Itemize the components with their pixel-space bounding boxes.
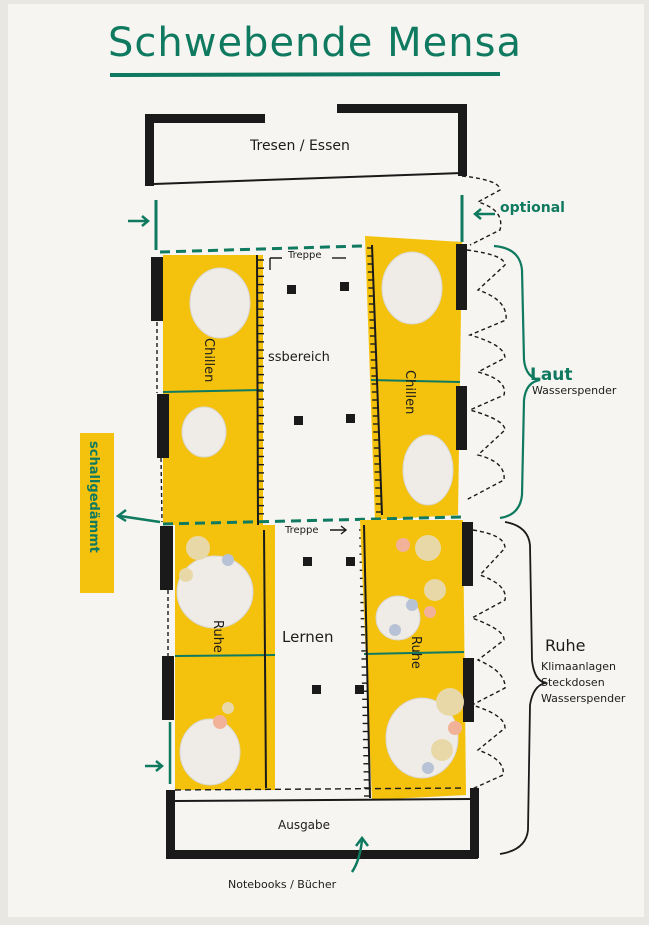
label-wasserspender-laut: Wasserspender: [532, 384, 617, 397]
columns-lower: [303, 557, 364, 694]
bottom-floor-edge: [174, 787, 466, 791]
upper-left-wall-blocks: [151, 244, 467, 458]
label-essbereich: ssbereich: [268, 350, 330, 365]
label-lernen: Lernen: [282, 628, 334, 646]
notebooks-arrow: [350, 835, 369, 873]
optional-window-zigzag: [461, 175, 502, 246]
label-chillen-left: Chillen: [201, 338, 216, 383]
optional-right-arrow: [473, 208, 495, 220]
title-underline: [109, 72, 501, 77]
label-ausgabe: Ausgabe: [278, 818, 331, 832]
stairs-top-bracket: [269, 257, 282, 270]
label-notebooks: Notebooks / Bücher: [228, 878, 337, 891]
lower-left-arrow: [145, 760, 164, 772]
felt-cushions-upper: [181, 251, 454, 506]
optional-left-arrow: [128, 215, 150, 227]
label-tresen: Tresen / Essen: [250, 138, 350, 154]
left-dash-2: [160, 457, 163, 523]
page-title: Schwebende Mensa: [108, 20, 522, 66]
upper-floor-edge: [159, 241, 463, 254]
label-ruhe-right: Ruhe: [408, 636, 423, 669]
pompoms: [179, 535, 464, 774]
label-wasserspender-ruhe: Wasserspender: [541, 692, 626, 705]
bottom-wall: [166, 788, 479, 859]
counter-line: [153, 172, 463, 185]
label-schallgedaemmt: schallgedämmt: [86, 441, 101, 553]
insulation-arrow: [115, 509, 161, 524]
laut-brace: [493, 244, 541, 520]
label-laut: Laut: [530, 365, 573, 385]
right-window-zigzag-lower: [469, 529, 506, 791]
label-treppe-top: Treppe: [288, 250, 322, 261]
paper-sheet: [8, 4, 644, 917]
label-ruhe-left: Ruhe: [210, 620, 225, 653]
lower-floor-edge: [162, 515, 463, 526]
label-chillen-right: Chillen: [402, 370, 417, 415]
lower-wall-blocks: [160, 522, 474, 722]
label-treppe-mid: Treppe: [285, 525, 319, 536]
right-window-zigzag-upper: [465, 249, 507, 501]
label-optional: optional: [500, 200, 565, 216]
columns-upper: [287, 282, 355, 425]
output-line: [174, 798, 472, 802]
label-ruhe-zone: Ruhe: [545, 636, 586, 655]
ruhe-brace: [499, 521, 549, 855]
label-steckdosen: Steckdosen: [541, 676, 605, 689]
stairs-mid-arrow: [330, 525, 348, 535]
top-wall: [145, 104, 467, 186]
insulation-sticker: schallgedämmt: [80, 433, 114, 593]
label-klimaanlagen: Klimaanlagen: [541, 660, 617, 673]
